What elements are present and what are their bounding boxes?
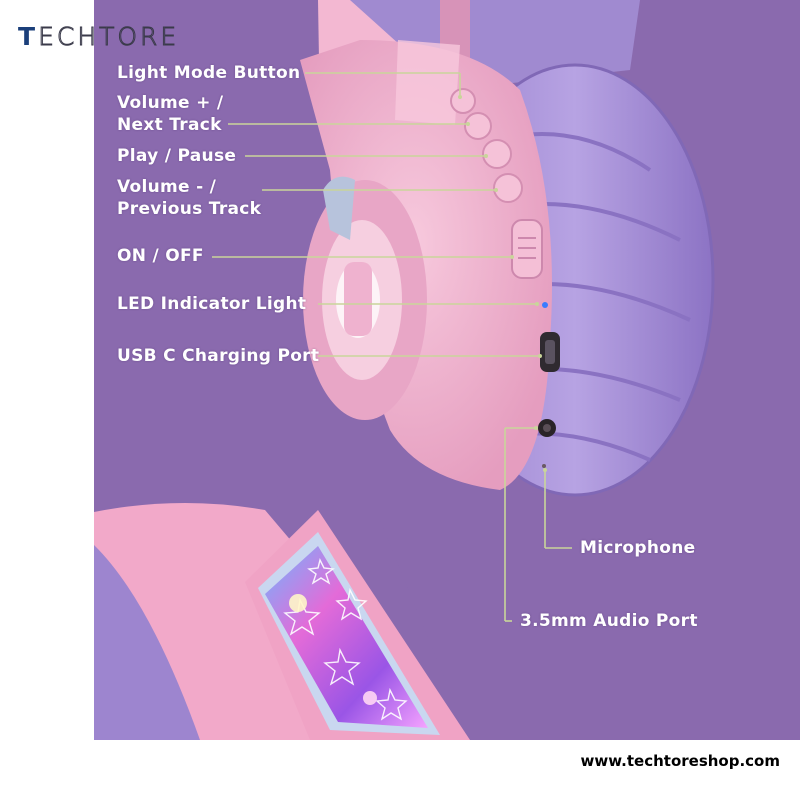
label-led-indicator: LED Indicator Light [117,294,307,314]
label-volume-down: Volume - / Previous Track [117,177,262,219]
techtore-logo: TECHTORE [18,22,180,52]
logo-mark: T [18,22,39,51]
label-volume-up: Volume + / Next Track [117,93,224,135]
control-buttons [450,88,560,468]
cat-ear [94,495,470,740]
label-play-pause: Play / Pause [117,146,237,166]
label-microphone: Microphone [580,538,696,558]
leader-lines [212,72,572,622]
logo-text: ECHTORE [38,22,180,52]
website-url: www.techtoreshop.com [580,752,780,770]
label-usb-c-port: USB C Charging Port [117,346,320,366]
label-audio-port: 3.5mm Audio Port [520,611,698,631]
label-light-mode-button: Light Mode Button [117,63,301,83]
label-on-off: ON / OFF [117,246,204,266]
